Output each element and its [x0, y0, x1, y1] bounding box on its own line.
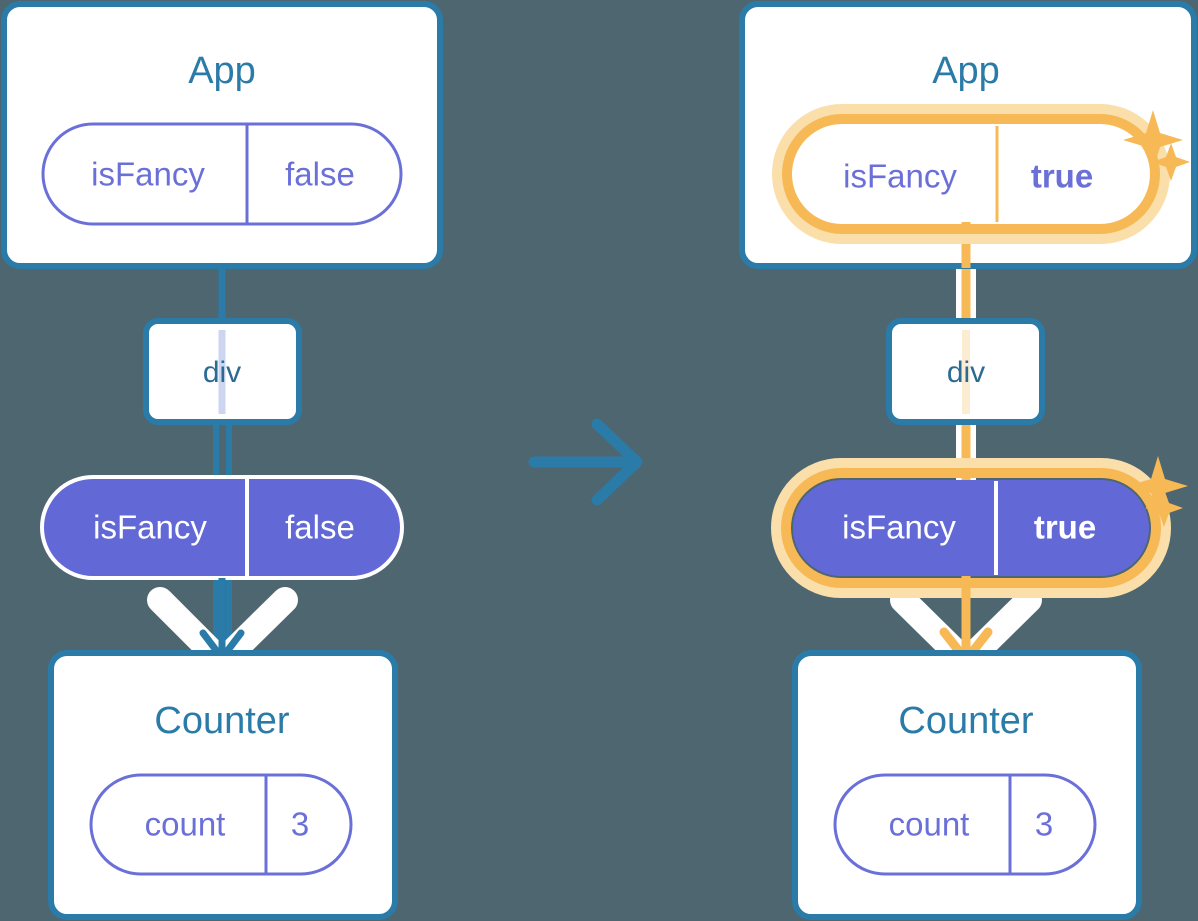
props-pill-value-before: false — [285, 509, 355, 546]
transition-arrow — [528, 418, 643, 506]
props-pill-name-after: isFancy — [842, 509, 956, 546]
app-state-pill-name-before: isFancy — [91, 156, 205, 193]
app-state-pill-before — [41, 122, 403, 226]
app-state-pill-name-after: isFancy — [843, 158, 957, 195]
counter-state-pill-name-after: count — [889, 806, 970, 843]
app-title-after: App — [932, 50, 1000, 92]
div-label-before: div — [203, 356, 241, 389]
counter-state-pill-after — [833, 773, 1097, 876]
props-pill-glow-after — [771, 458, 1171, 598]
counter-title-before: Counter — [154, 700, 290, 742]
counter-state-pill-value-before: 3 — [291, 806, 309, 843]
app-state-pill-glow-after — [772, 104, 1170, 244]
props-pill-value-after: true — [1034, 509, 1096, 546]
sparkle-icon-app-after — [1123, 110, 1190, 181]
app-state-pill-ring-after — [782, 114, 1160, 234]
app-state-pill-value-after: true — [1031, 158, 1093, 195]
counter-state-pill-value-after: 3 — [1035, 806, 1053, 843]
div-label-after: div — [947, 356, 985, 389]
sparkle-icon-props-after — [1128, 456, 1188, 527]
props-pill-after — [793, 480, 1149, 576]
counter-state-pill-name-before: count — [145, 806, 226, 843]
counter-title-after: Counter — [898, 700, 1034, 742]
counter-state-pill-before — [89, 773, 353, 876]
app-title-before: App — [188, 50, 256, 92]
right-arrow-icon-head — [591, 418, 643, 506]
panel-before: App isFancy false div isFancy false Coun… — [1, 1, 443, 920]
props-pill-name-before: isFancy — [93, 509, 207, 546]
app-state-pill-after — [794, 126, 1148, 222]
props-pill-ring-after — [781, 468, 1161, 588]
app-state-pill-value-before: false — [285, 156, 355, 193]
panel-after: App isFancy true div isFancy true — [739, 1, 1197, 920]
